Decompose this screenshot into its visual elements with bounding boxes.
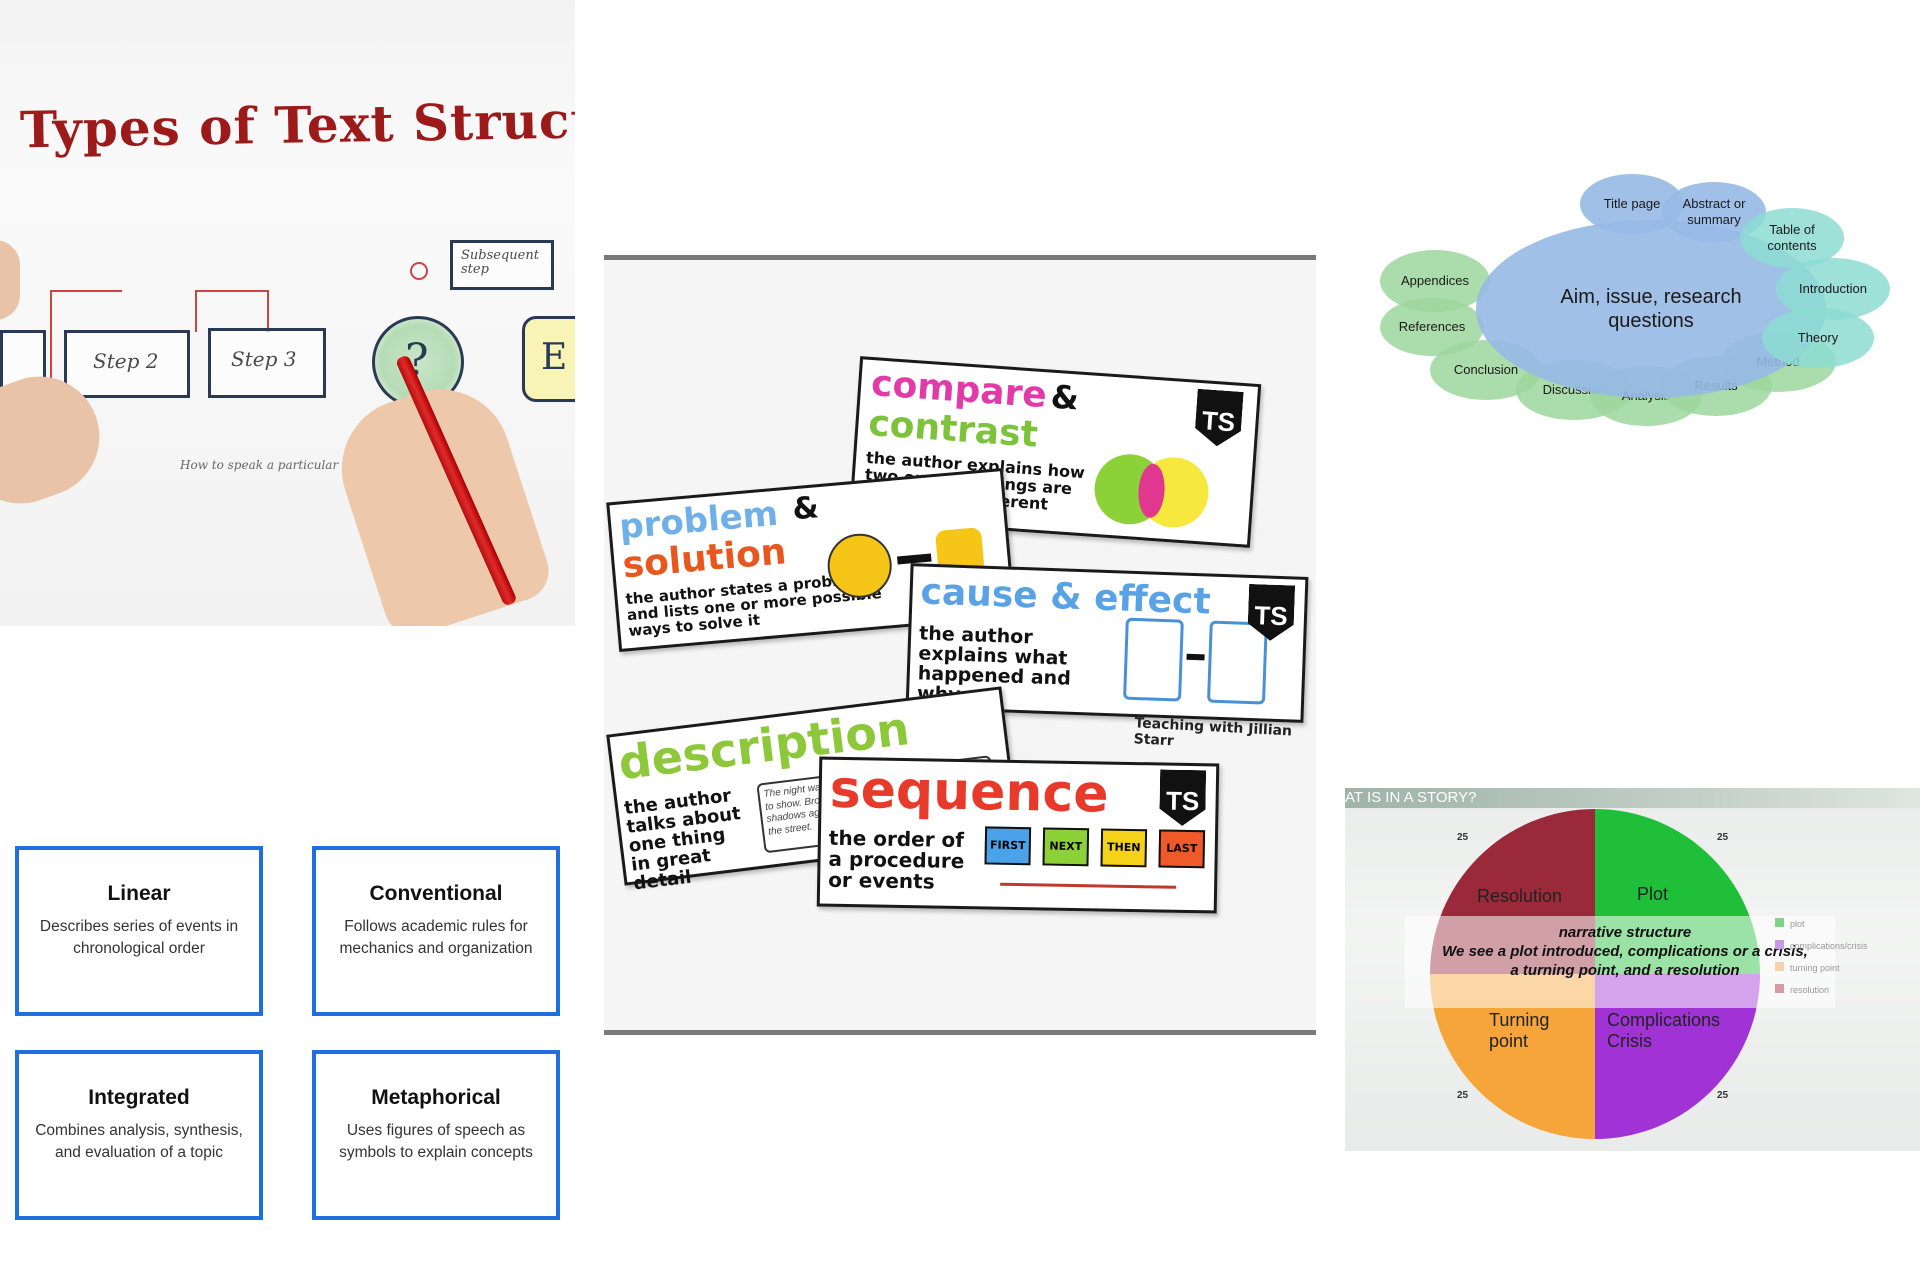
pie-legend: plot complications/crisis turning point … [1775, 918, 1905, 1006]
pie-value: 25 [1717, 1090, 1729, 1101]
sequence-desc: the order of a procedure or events [827, 825, 965, 894]
pie-label-resolution: Resolution [1477, 886, 1563, 906]
text-structure-cards-photo: compare & contrast the author explains h… [604, 255, 1316, 1035]
pie-slice-turning [1430, 974, 1595, 1139]
problem-amp: & [791, 490, 821, 528]
flow-connector [50, 290, 122, 412]
structure-box-metaphorical: Metaphorical Uses figures of speech as s… [312, 1050, 560, 1220]
subsequent-label: Subsequent step [461, 248, 539, 278]
overlay-line2: a turning point, and a resolution [1510, 962, 1740, 979]
structure-box-title: Conventional [369, 882, 503, 905]
story-pie-chart: AT IS IN A STORY? Resolution Plot Turnin… [1345, 788, 1920, 1151]
legend-item: plot [1775, 918, 1905, 940]
structure-box-desc: Follows academic rules for mechanics and… [339, 918, 533, 957]
overlay-title: narrative structure [1558, 924, 1692, 941]
structure-box-title: Metaphorical [371, 1086, 501, 1109]
end-label: E [541, 337, 568, 378]
structure-box-linear: Linear Describes series of events in chr… [15, 846, 263, 1016]
effect-box-icon [1206, 620, 1268, 705]
pie-slice-complications [1595, 974, 1760, 1139]
story-header: AT IS IN A STORY? [1345, 788, 1920, 808]
card-sequence: sequence the order of a procedure or eve… [816, 756, 1220, 914]
arrow-icon [1186, 653, 1205, 661]
contrast-title: contrast [867, 402, 1040, 456]
ts-badge: TS [1194, 389, 1244, 448]
structure-box-conventional: Conventional Follows academic rules for … [312, 846, 560, 1016]
pie-value: 25 [1457, 1090, 1469, 1101]
whiteboard-photo: Types of Text Structu Step 2 Step 3 Subs… [0, 0, 575, 626]
legend-swatch [1775, 918, 1784, 927]
left-finger [0, 240, 20, 320]
flow-box-step3: Step 3 [208, 328, 326, 398]
pie-value: 25 [1717, 832, 1729, 843]
ts-badge: TS [1159, 769, 1206, 826]
overlay-line1: We see a plot introduced, complications … [1442, 943, 1808, 960]
compare-amp: & [1049, 377, 1081, 418]
legend-item: resolution [1775, 984, 1905, 1006]
legend-item: turning point [1775, 962, 1905, 984]
structure-box-desc: Combines analysis, synthesis, and evalua… [35, 1122, 243, 1161]
cause-effect-title: cause & effect [919, 571, 1212, 623]
right-hand [323, 371, 557, 626]
flow-box-subsequent: Subsequent step [450, 240, 554, 290]
structure-box-desc: Describes series of events in chronologi… [39, 918, 239, 957]
whiteboard-title: Types of Text Structu [19, 89, 575, 160]
narrative-overlay [1405, 916, 1835, 1008]
structure-box-title: Linear [107, 882, 171, 905]
sequence-timeline [1000, 882, 1177, 889]
bubble-theory: Theory [1762, 308, 1874, 368]
description-desc: the author talks about one thing in grea… [623, 785, 742, 895]
step3-label: Step 3 [231, 347, 297, 371]
seq-tag-then: THEN [1100, 828, 1148, 868]
legend-item: complications/crisis [1775, 940, 1905, 962]
legend-swatch [1775, 962, 1784, 971]
step2-label: Step 2 [93, 349, 159, 373]
structure-box-desc: Uses figures of speech as symbols to exp… [339, 1122, 533, 1161]
flow-connector [195, 290, 269, 332]
structure-box-title: Integrated [88, 1086, 190, 1109]
thesis-structure-diagram: Appendices References Conclusion Discuss… [1380, 170, 1900, 460]
pie-label-turning: Turning point [1489, 1010, 1550, 1051]
seq-tag-last: LAST [1158, 829, 1206, 869]
pie-label-complications: Complications Crisis [1607, 1010, 1721, 1051]
legend-swatch [1775, 940, 1784, 949]
pie-label-plot: Plot [1637, 884, 1669, 904]
flow-box-step2: Step 2 [64, 330, 190, 398]
structure-box-integrated: Integrated Combines analysis, synthesis,… [15, 1050, 263, 1220]
legend-swatch [1775, 984, 1784, 993]
pie-value: 25 [1457, 832, 1469, 843]
seq-tag-next: NEXT [1042, 827, 1090, 867]
x-marker [410, 262, 428, 280]
flow-box-end: E [522, 316, 575, 402]
cause-box-icon [1123, 617, 1184, 702]
sequence-title: sequence [829, 759, 1110, 825]
seq-tag-first: FIRST [984, 826, 1032, 866]
